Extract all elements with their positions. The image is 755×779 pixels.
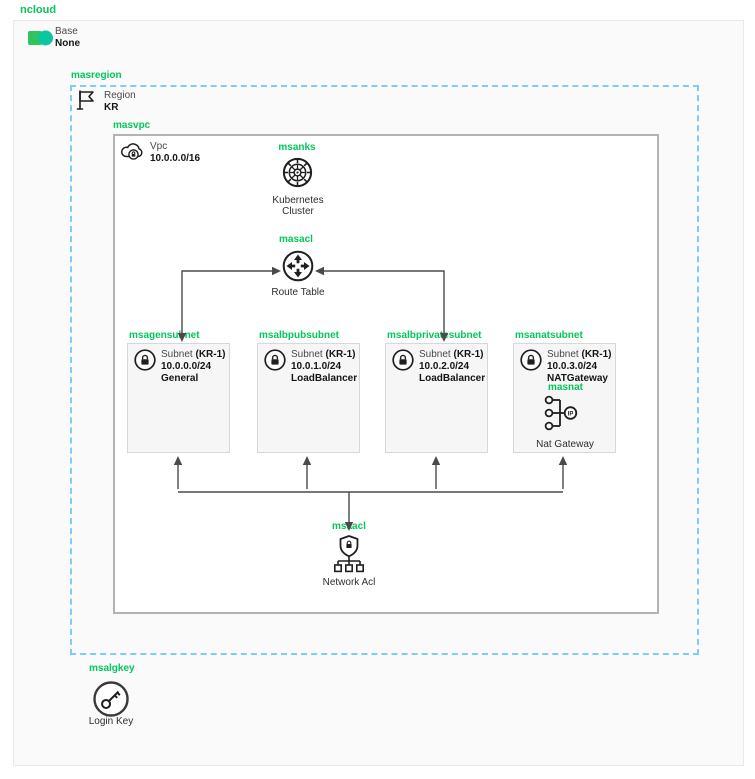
kubernetes-caption: Kubernetes Cluster — [272, 195, 324, 217]
kubernetes-node[interactable] — [282, 157, 313, 188]
subnet2-cidr: 10.0.1.0/24 — [291, 361, 342, 372]
svg-text:IP: IP — [568, 411, 574, 417]
subnet2-type: Subnet — [291, 349, 323, 360]
region-name-label: masregion — [71, 70, 122, 81]
subnet2-box[interactable]: Subnet (KR-1) 10.0.1.0/24 LoadBalancer — [257, 343, 360, 453]
vpc-label: Vpc — [150, 141, 168, 152]
subnet3-box[interactable]: Subnet (KR-1) 10.0.2.0/24 LoadBalancer — [385, 343, 488, 453]
vpc-cloud-icon — [121, 143, 143, 160]
kubernetes-name-label: msanks — [278, 142, 316, 153]
vpc-node — [119, 140, 146, 162]
subnet2-zone: (KR-1) — [325, 349, 356, 360]
subnet4-zone: (KR-1) — [581, 349, 612, 360]
subnet2-usage: LoadBalancer — [291, 373, 358, 384]
subnet1-type: Subnet — [161, 349, 193, 360]
region-label: Region — [104, 90, 136, 101]
vpc-name-label: masvpc — [113, 120, 151, 131]
network-acl-caption: Network Acl — [322, 577, 376, 588]
network-acl-icon — [334, 535, 364, 573]
subnet4-name-label: msanatsubnet — [515, 330, 583, 341]
subnet1-usage: General — [161, 373, 199, 384]
provider-label: ncloud — [20, 4, 57, 16]
subnet1-box[interactable]: Subnet (KR-1) 10.0.0.0/24 General — [127, 343, 230, 453]
route-table-caption: Route Table — [271, 287, 325, 298]
subnet-lock-icon — [134, 349, 156, 371]
route-table-icon — [282, 250, 314, 282]
network-acl-node[interactable] — [330, 534, 368, 574]
subnet1-zone: (KR-1) — [195, 349, 226, 360]
subnet1-name-label: msagensubnet — [129, 330, 200, 341]
subnet4-usage: NATGateway — [547, 373, 608, 384]
nat-gateway-caption: Nat Gateway — [536, 439, 594, 450]
subnet-lock-icon — [520, 349, 542, 371]
subnet-lock-icon — [264, 349, 286, 371]
login-key-caption: Login Key — [88, 716, 134, 727]
base-label: Base — [55, 26, 78, 37]
subnet1-cidr: 10.0.0.0/24 — [161, 361, 212, 372]
nat-gateway-name-label: masnat — [547, 382, 583, 393]
nat-gateway-node[interactable]: IP — [543, 394, 579, 432]
network-acl-name-label: msaacl — [332, 521, 366, 532]
login-key-icon — [93, 681, 129, 717]
route-table-node[interactable] — [282, 250, 314, 282]
subnet3-type: Subnet — [419, 349, 451, 360]
subnet-lock-icon — [392, 349, 414, 371]
kubernetes-icon — [282, 157, 313, 188]
subnet3-name-label: msalbprivatesubnet — [387, 330, 482, 341]
nat-gateway-icon: IP — [544, 395, 578, 431]
region-node — [75, 88, 97, 112]
subnet3-usage: LoadBalancer — [419, 373, 486, 384]
base-value: None — [55, 38, 80, 49]
subnet4-cidr: 10.0.3.0/24 — [547, 361, 598, 372]
login-key-node[interactable] — [92, 680, 130, 718]
flag-icon — [76, 90, 94, 110]
base-node[interactable] — [28, 29, 54, 48]
login-key-name-label: msalgkey — [89, 663, 135, 674]
subnet4-type: Subnet — [547, 349, 579, 360]
subnet4-box[interactable]: Subnet (KR-1) 10.0.3.0/24 NATGateway mas… — [513, 343, 616, 453]
region-box[interactable] — [70, 85, 699, 655]
subnet2-name-label: msalbpubsubnet — [259, 330, 340, 341]
subnet3-cidr: 10.0.2.0/24 — [419, 361, 470, 372]
subnet3-zone: (KR-1) — [453, 349, 484, 360]
route-table-name-label: masacl — [279, 234, 313, 245]
base-icon — [28, 30, 53, 46]
region-value: KR — [104, 102, 119, 113]
vpc-cidr: 10.0.0.0/16 — [150, 153, 201, 164]
